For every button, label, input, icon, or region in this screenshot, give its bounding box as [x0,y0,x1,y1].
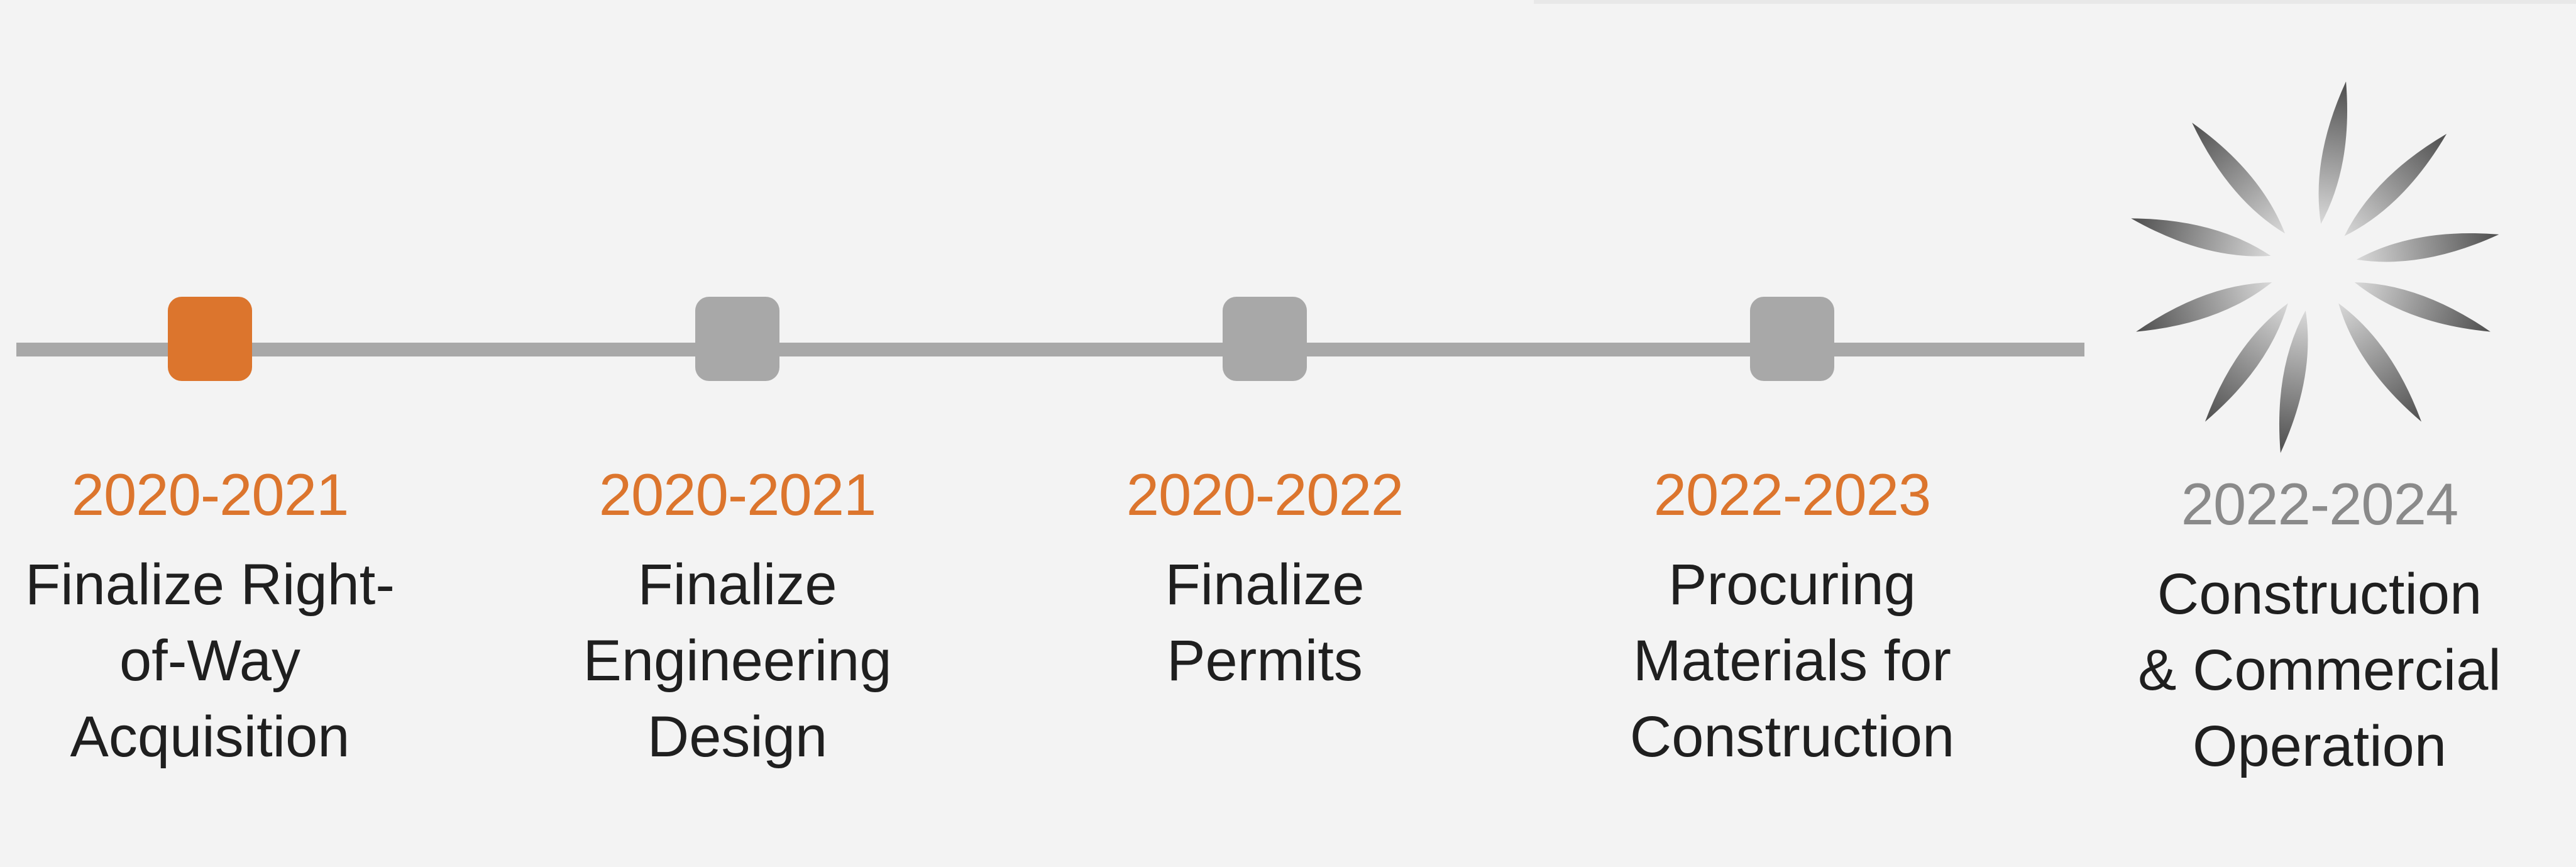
milestone-date: 2020-2022 [1126,461,1404,527]
top-rule [1534,0,2576,4]
milestone-label-line: Operation [2192,714,2447,778]
milestone-label-line: Construction [1629,705,1955,769]
starburst-petal [2136,282,2272,332]
starburst-petal [2318,82,2348,224]
milestone-label-line: Design [647,705,828,769]
milestone-label-line: Acquisition [70,705,350,769]
milestone-date: 2020-2021 [598,461,877,527]
milestone-label: Finalize Right- of-Way Acquisition [0,547,449,775]
milestone-2: 2020-2021 Finalize Engineering Design [498,460,976,775]
milestone-label-line: Engineering [583,629,892,693]
milestone-label-line: & Commercial [2138,638,2501,702]
milestone-marker-4 [1750,297,1834,381]
milestone-label-line: Permits [1167,629,1363,693]
milestone-label-line: Materials for [1632,629,1952,693]
milestone-label-line: Construction [2157,562,2482,626]
milestone-date: 2020-2021 [71,461,350,527]
milestone-label-line: Finalize [637,553,837,617]
starburst-petal [2131,218,2271,257]
starburst-petal [2338,303,2422,422]
starburst-petal [2356,233,2499,262]
milestone-label: Finalize Engineering Design [498,547,976,775]
milestone-label: Finalize Permits [1026,547,1504,699]
milestone-3: 2020-2022 Finalize Permits [1026,460,1504,699]
milestone-label-line: of-Way [119,629,300,693]
milestone-label-line: Finalize [1165,553,1365,617]
starburst-petal [2354,282,2491,332]
milestone-label-line: Finalize Right- [25,553,395,617]
starburst-petal [2344,133,2447,236]
timeline-line [16,343,2084,356]
milestone-4: 2022-2023 Procuring Materials for Constr… [1553,460,2031,775]
milestone-date: 2022-2024 [2181,471,2459,537]
starburst-icon [2131,82,2499,453]
milestone-marker-1 [168,297,252,381]
milestone-marker-2 [695,297,779,381]
milestone-label: Procuring Materials for Construction [1553,547,2031,775]
starburst-petal [2279,310,2308,453]
milestone-5: 2022-2024 Construction & Commercial Oper… [2081,470,2558,785]
starburst-petal [2204,303,2288,422]
milestone-date: 2022-2023 [1653,461,1932,527]
starburst-petal [2192,123,2286,234]
milestone-label: Construction & Commercial Operation [2081,556,2558,785]
milestone-label-line: Procuring [1668,553,1916,617]
milestone-marker-3 [1223,297,1307,381]
milestone-1: 2020-2021 Finalize Right- of-Way Acquisi… [0,460,449,775]
